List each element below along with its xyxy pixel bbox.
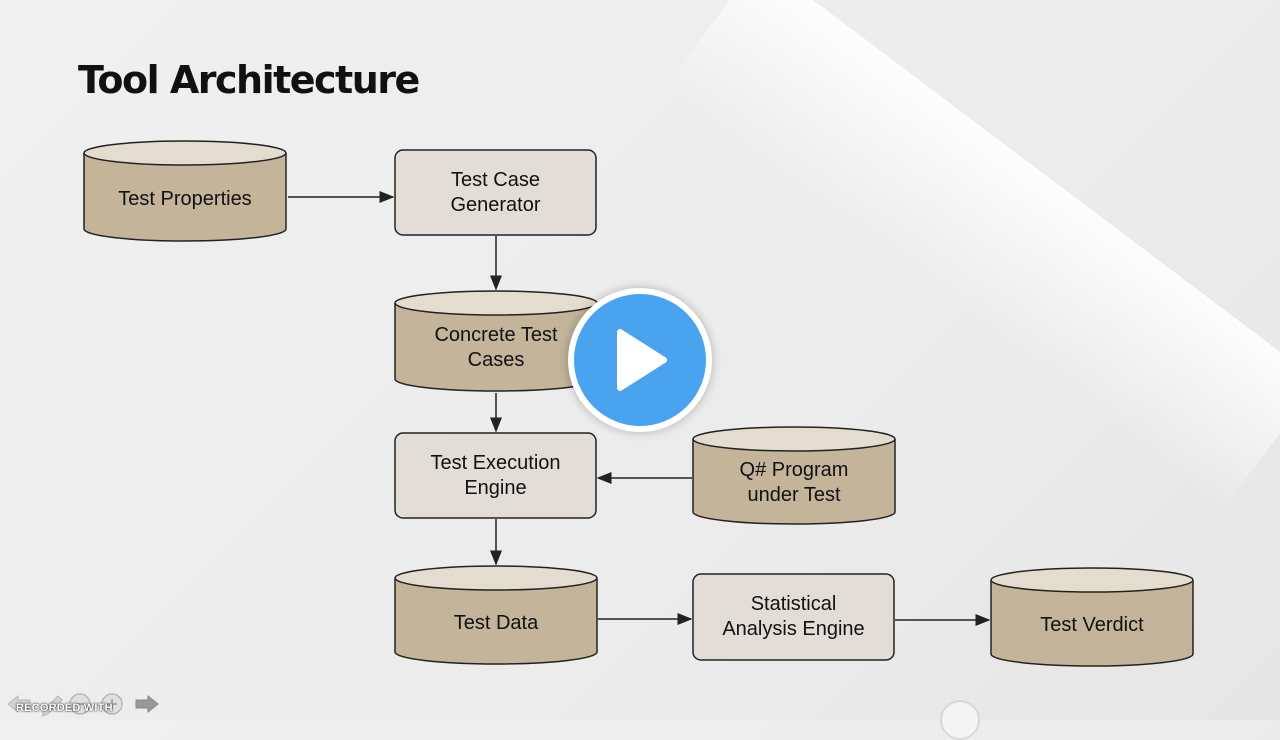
zoom-in-icon[interactable] — [101, 693, 123, 715]
zoom-out-icon[interactable] — [69, 693, 91, 715]
label-statistical-analysis-engine: Statistical Analysis Engine — [722, 593, 865, 640]
datastore-test-data — [394, 565, 598, 665]
architecture-diagram — [83, 140, 1194, 667]
label-test-case-generator: Test Case Generator — [450, 168, 541, 216]
label-program-under-test: Q# Program under Test — [739, 459, 849, 506]
process-test-case-generator — [394, 149, 597, 236]
back-arrow-icon[interactable] — [7, 694, 31, 714]
label-test-properties: Test Properties — [118, 187, 252, 210]
play-button[interactable] — [568, 288, 712, 432]
slide-title: Tool Architecture — [78, 58, 420, 102]
datastore-test-properties — [83, 140, 287, 242]
play-icon — [617, 329, 667, 391]
recorder-toolbar — [7, 693, 159, 717]
forward-arrow-icon[interactable] — [135, 694, 159, 714]
pencil-icon[interactable] — [41, 695, 63, 717]
datastore-program-under-test — [692, 426, 896, 525]
label-test-data: Test Data — [453, 611, 539, 634]
datastore-concrete-test-cases — [394, 290, 598, 392]
loading-spinner — [940, 700, 980, 740]
label-concrete-test-cases: Concrete Test Cases — [434, 324, 558, 371]
slide: Tool Architecture — [78, 0, 1280, 667]
datastore-test-verdict — [990, 567, 1194, 667]
recorder-watermark: RECORDED WITH — [16, 702, 113, 714]
process-statistical-analysis-engine — [692, 573, 895, 661]
label-test-verdict: Test Verdict — [1040, 613, 1144, 636]
process-test-execution-engine — [394, 432, 597, 519]
label-test-execution-engine: Test Execution Engine — [430, 451, 561, 499]
